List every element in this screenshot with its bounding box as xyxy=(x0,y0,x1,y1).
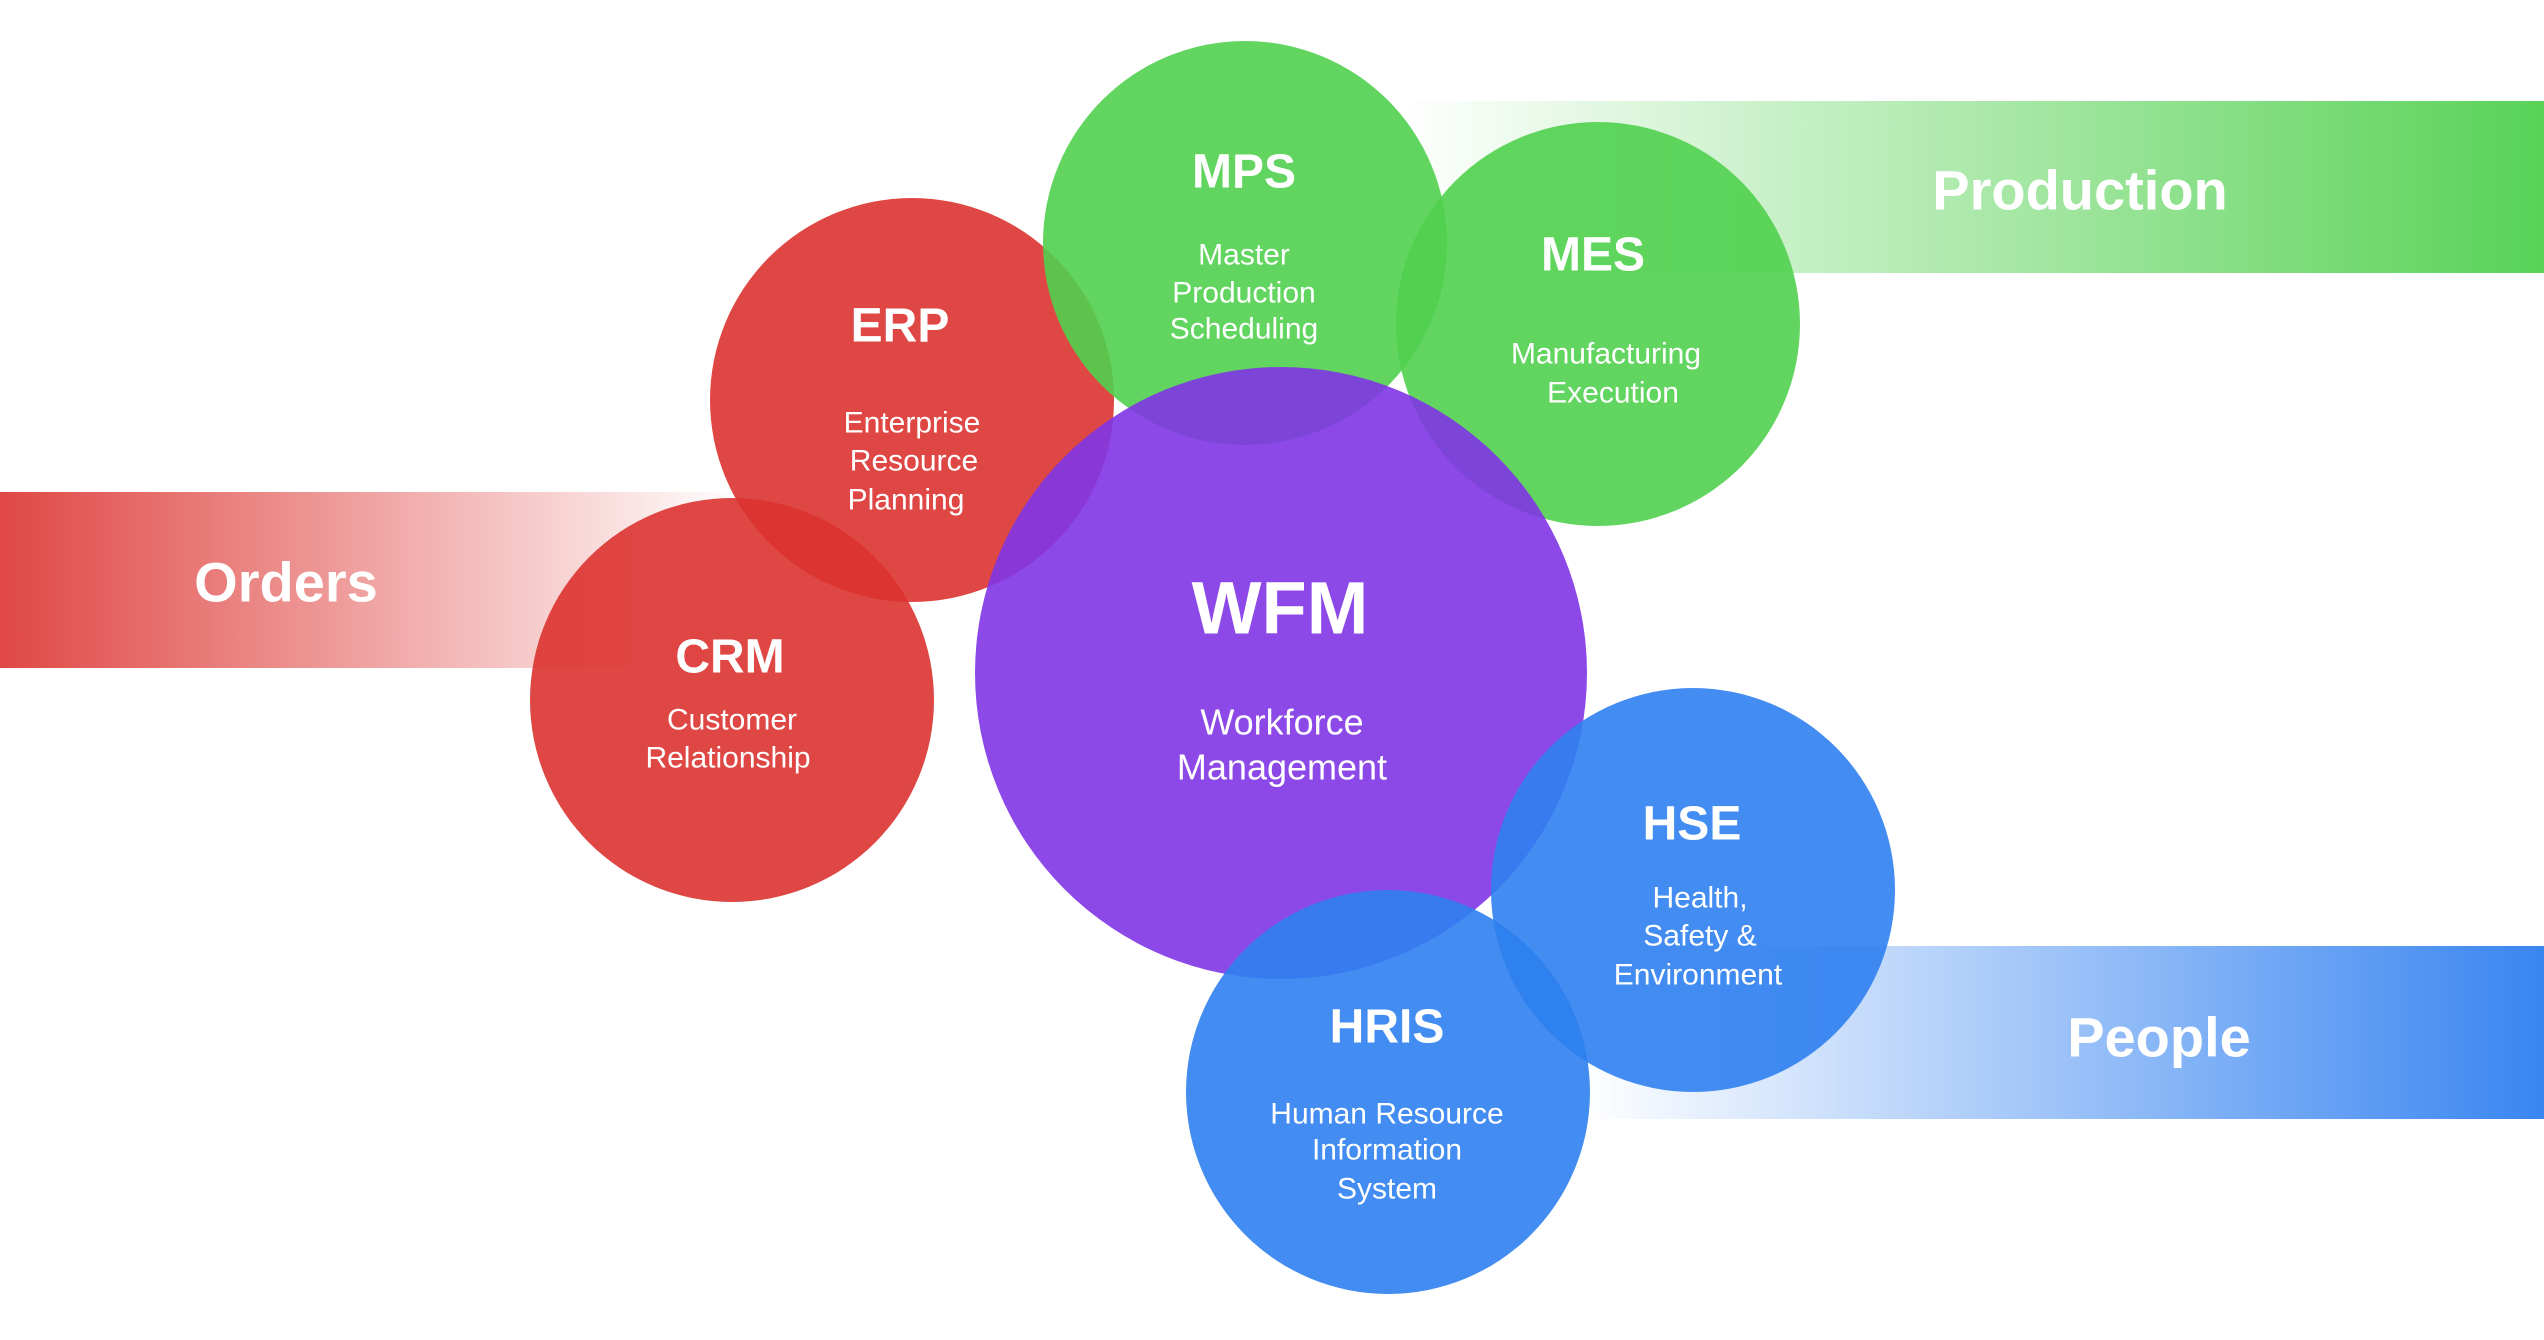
band-label-orders: Orders xyxy=(194,551,378,614)
node-description-hris: Human Resource xyxy=(1270,1098,1503,1131)
circle-mes xyxy=(1396,122,1800,526)
band-label-production: Production xyxy=(1932,159,2228,222)
node-title-mps: MPS xyxy=(1192,146,1296,199)
circle-wfm xyxy=(975,367,1587,979)
node-description-hse: Safety & xyxy=(1643,920,1756,953)
node-description-mes: Execution xyxy=(1547,377,1679,410)
node-title-hris: HRIS xyxy=(1330,1001,1445,1054)
node-title-wfm: WFM xyxy=(1192,567,1369,650)
node-description-erp: Resource xyxy=(850,445,978,478)
node-title-crm: CRM xyxy=(675,631,784,684)
node-description-hris: System xyxy=(1337,1173,1437,1206)
node-description-mps: Production xyxy=(1172,277,1315,310)
circle-hris xyxy=(1186,890,1590,1294)
node-description-mes: Manufacturing xyxy=(1511,338,1701,371)
node-description-erp: Planning xyxy=(848,484,965,517)
node-description-mps: Master xyxy=(1198,239,1290,272)
circle-hse xyxy=(1491,688,1895,1092)
node-description-wfm: Management xyxy=(1177,747,1387,788)
circle-crm xyxy=(530,498,934,902)
band-label-people: People xyxy=(2067,1006,2251,1069)
node-title-erp: ERP xyxy=(851,300,950,353)
node-description-mps: Scheduling xyxy=(1170,313,1318,346)
node-description-hse: Environment xyxy=(1614,959,1783,992)
node-description-wfm: Workforce xyxy=(1200,702,1363,743)
node-title-mes: MES xyxy=(1541,229,1645,282)
node-title-hse: HSE xyxy=(1643,798,1742,851)
circle-mps xyxy=(1043,41,1447,445)
node-description-erp: Enterprise xyxy=(844,407,981,440)
node-description-crm: Customer xyxy=(667,704,797,737)
node-description-hse: Health, xyxy=(1652,882,1747,915)
circle-erp xyxy=(710,198,1114,602)
node-description-crm: Relationship xyxy=(645,742,810,775)
node-description-hris: Information xyxy=(1312,1134,1462,1167)
